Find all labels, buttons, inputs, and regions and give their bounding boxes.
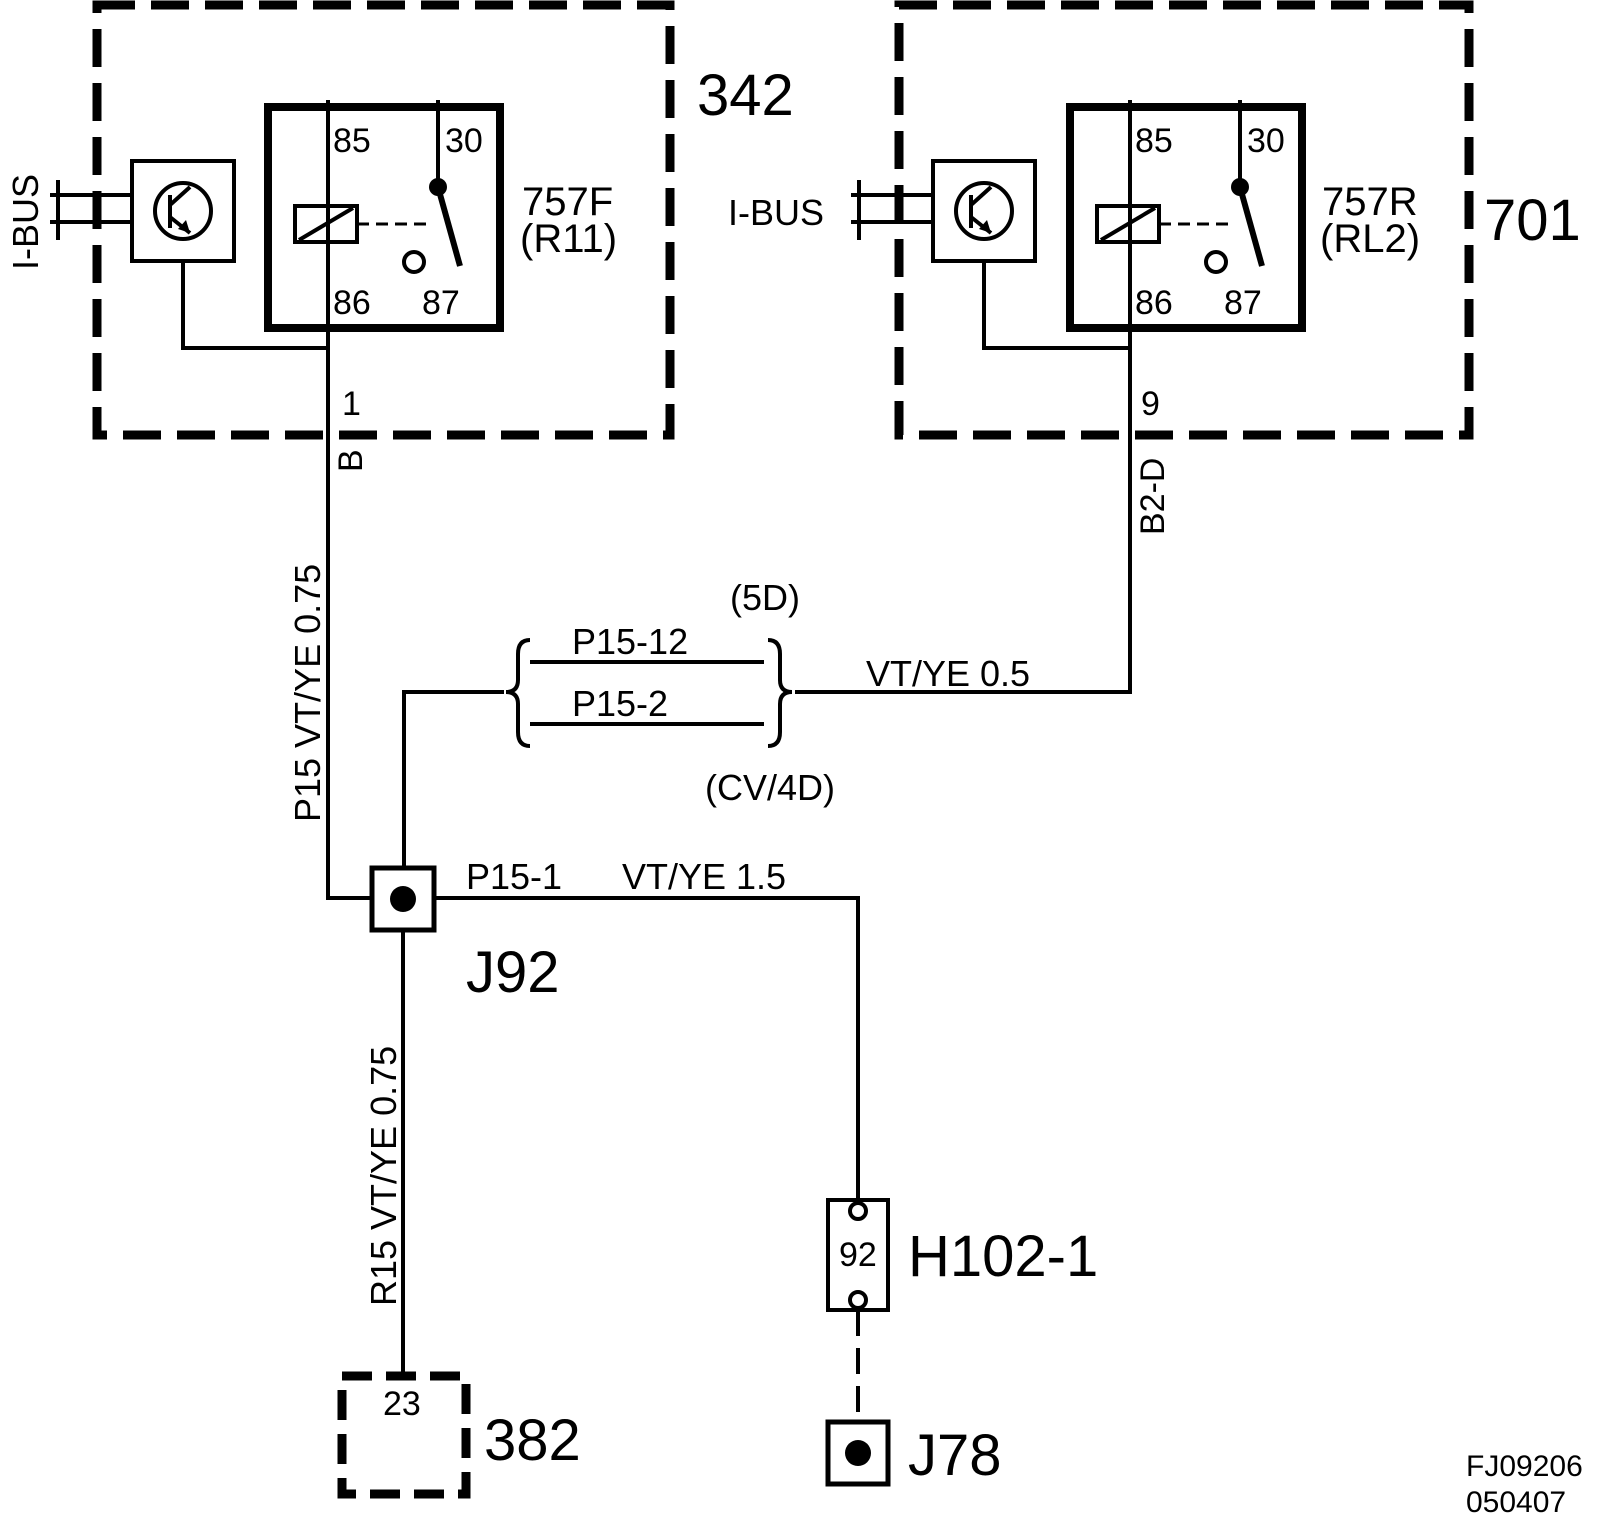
terminal-j78 bbox=[825, 1419, 891, 1487]
module-pin-left: 1 bbox=[342, 385, 361, 423]
transistor-icon bbox=[954, 181, 1014, 241]
module-pin-right: 9 bbox=[1141, 385, 1160, 423]
pin-87-left: 87 bbox=[422, 284, 460, 322]
relay-box-left bbox=[264, 103, 504, 332]
transistor-box-right bbox=[931, 159, 1037, 263]
relay-contact-icon bbox=[402, 178, 463, 274]
connector-label-right: B2-D bbox=[1134, 458, 1172, 535]
relay-name-left: 757F bbox=[522, 180, 613, 224]
module-342: I-BUS 85 30 86 87 757F (R11) 1 bbox=[5, 0, 675, 440]
wire-label-p15-12: P15-12 bbox=[572, 621, 688, 662]
pin-87-right: 87 bbox=[1224, 284, 1262, 322]
relay-name-right: 757R bbox=[1322, 180, 1418, 224]
wire-label-p15-1-spec: VT/YE 1.5 bbox=[622, 856, 786, 897]
pin-30-left: 30 bbox=[445, 122, 483, 160]
variant-label-top: (5D) bbox=[730, 577, 800, 618]
wire-label-p15-1: P15-1 bbox=[466, 856, 562, 897]
wire-right-branch bbox=[795, 440, 1132, 694]
splice-j92 bbox=[369, 865, 437, 933]
wire-label-r15: R15 VT/YE 0.75 bbox=[363, 1046, 404, 1306]
relay-ref-right: (RL2) bbox=[1320, 217, 1420, 261]
pin-86-right: 86 bbox=[1135, 284, 1173, 322]
relay-box-right bbox=[1066, 103, 1306, 332]
figure-code: FJ09206 bbox=[1466, 1450, 1583, 1483]
fuse-number: 92 bbox=[839, 1236, 877, 1274]
i-bus-label-left: I-BUS bbox=[5, 174, 46, 270]
wire-bracket-to-j92 bbox=[402, 690, 504, 868]
relay-contact-icon bbox=[1204, 178, 1265, 274]
transistor-box-left bbox=[130, 159, 236, 263]
wire-label-right-branch: VT/YE 0.5 bbox=[866, 653, 1030, 694]
pin-30-right: 30 bbox=[1247, 122, 1285, 160]
wire-label-p15: P15 VT/YE 0.75 bbox=[287, 564, 328, 822]
pin-85-right: 85 bbox=[1135, 122, 1173, 160]
i-bus-stub-left bbox=[50, 180, 132, 240]
connector-382-number: 382 bbox=[484, 1408, 581, 1473]
wire-label-p15-2: P15-2 bbox=[572, 683, 668, 724]
fuse-label: H102-1 bbox=[908, 1224, 1098, 1289]
splice-label-j92: J92 bbox=[466, 940, 560, 1005]
pin-85-left: 85 bbox=[333, 122, 371, 160]
wire-p15-vertical bbox=[326, 440, 372, 900]
transistor-lead-right bbox=[982, 261, 1130, 350]
module-number-701: 701 bbox=[1484, 188, 1581, 253]
module-number-342: 342 bbox=[697, 63, 794, 128]
terminal-label-j78: J78 bbox=[908, 1423, 1002, 1488]
relay-ref-left: (R11) bbox=[520, 217, 617, 261]
connector-382-pin: 23 bbox=[383, 1385, 421, 1423]
wire-p15-1 bbox=[434, 896, 860, 1200]
transistor-lead-left bbox=[181, 261, 328, 350]
module-701: I-BUS 85 30 86 87 757R (RL2) 9 bbox=[728, 0, 1474, 440]
pin-86-left: 86 bbox=[333, 284, 371, 322]
figure-date: 050407 bbox=[1466, 1486, 1566, 1519]
connector-label-left: B bbox=[332, 449, 370, 472]
i-bus-label-right: I-BUS bbox=[728, 192, 824, 233]
transistor-icon bbox=[153, 181, 213, 241]
i-bus-stub-right bbox=[851, 180, 933, 240]
variant-label-bottom: (CV/4D) bbox=[705, 767, 835, 808]
fuse-h102-1 bbox=[826, 1198, 890, 1312]
variant-bracket bbox=[505, 638, 793, 748]
connector-382-boundary bbox=[337, 1371, 471, 1499]
